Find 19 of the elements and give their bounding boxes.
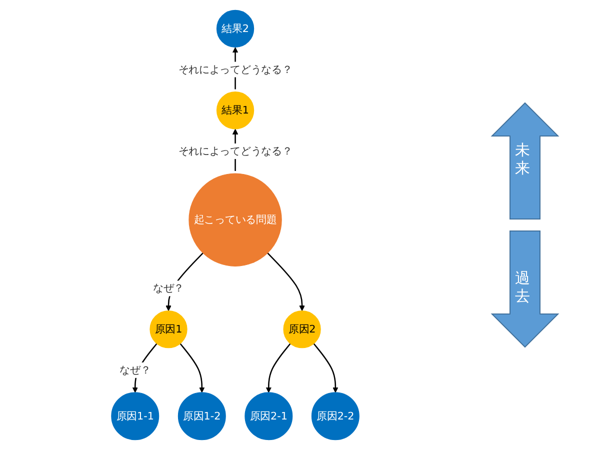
arrow-label: 未来 [515, 141, 530, 177]
edge-label: それによってどうなる？ [178, 144, 292, 158]
node-circle: 原因1-1 [110, 392, 159, 440]
arrow [266, 343, 291, 393]
node-circle: 結果1 [216, 92, 254, 130]
node-circle: 原因1-2 [178, 392, 226, 440]
node-circle: 結果2 [216, 10, 254, 48]
arrow [266, 252, 305, 312]
edge-label: なぜ？ [152, 282, 184, 294]
node-circle: 起こっている問題 [188, 173, 282, 266]
arrow [179, 343, 204, 393]
node-circle: 原因1 [149, 310, 188, 348]
arrow [312, 343, 338, 393]
edge-label: なぜ？ [119, 364, 150, 376]
node-circle: 原因2-2 [311, 392, 360, 440]
node-circle: 原因2 [282, 310, 321, 348]
arrow-label: 過去 [515, 269, 530, 305]
edge-label: それによってどうなる？ [178, 63, 292, 76]
node-circle: 原因2-1 [244, 392, 292, 440]
